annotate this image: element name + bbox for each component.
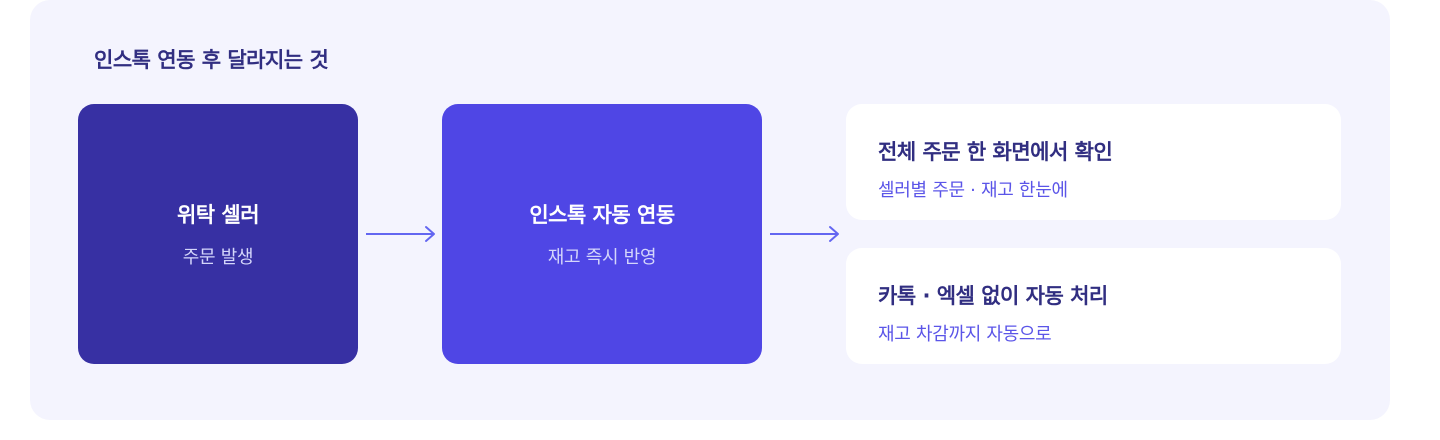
node-title: 위탁 셀러 (176, 203, 260, 227)
node-instock-sync: 인스톡 자동 연동 재고 즉시 반영 (442, 104, 762, 364)
node-consignment-seller: 위탁 셀러 주문 발생 (78, 104, 358, 364)
node-title: 인스톡 자동 연동 (529, 203, 675, 227)
arrow-right-icon (770, 226, 839, 242)
arrow-right-icon (366, 226, 435, 242)
panel-heading: 인스톡 연동 후 달라지는 것 (94, 48, 329, 72)
result-subtitle: 재고 차감까지 자동으로 (878, 324, 1052, 345)
node-subtitle: 주문 발생 (182, 247, 254, 268)
result-card-auto-processing: 카톡 · 엑셀 없이 자동 처리 재고 차감까지 자동으로 (846, 248, 1341, 364)
result-subtitle: 셀러별 주문 · 재고 한눈에 (878, 180, 1068, 201)
node-subtitle: 재고 즉시 반영 (547, 247, 657, 268)
result-title: 전체 주문 한 화면에서 확인 (878, 140, 1113, 164)
result-card-unified-orders: 전체 주문 한 화면에서 확인 셀러별 주문 · 재고 한눈에 (846, 104, 1341, 220)
result-title: 카톡 · 엑셀 없이 자동 처리 (878, 284, 1108, 308)
flow-panel: 인스톡 연동 후 달라지는 것 위탁 셀러 주문 발생 인스톡 자동 연동 재고… (30, 0, 1390, 420)
